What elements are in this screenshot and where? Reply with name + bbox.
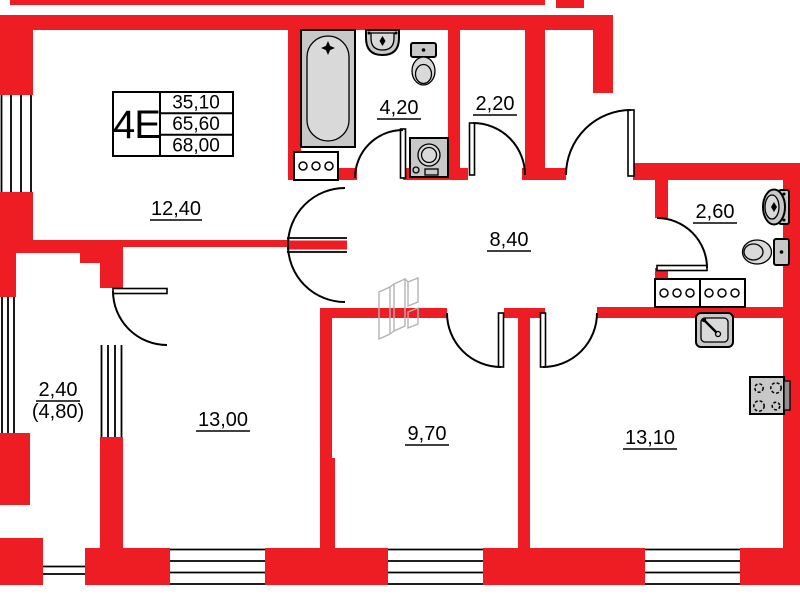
area-total: 68,00 bbox=[172, 136, 220, 157]
wall-segment bbox=[597, 307, 800, 318]
window-room-9-70 bbox=[388, 548, 483, 585]
wall-segment bbox=[545, 168, 566, 180]
wc-washbasin-icon bbox=[762, 188, 790, 226]
walls bbox=[0, 0, 800, 585]
wardrobe-sketch-icon bbox=[378, 276, 419, 341]
loggia-label: 2,40 bbox=[39, 379, 78, 401]
window-room-13-00 bbox=[170, 548, 265, 585]
window-balcony-block bbox=[100, 345, 123, 437]
room-labels: 12,40 4,20 2,20 8,40 2,60 2,40 (4,80) 13… bbox=[32, 93, 737, 450]
room-9-70-door bbox=[446, 312, 505, 368]
wall-segment bbox=[783, 180, 800, 550]
room-9-70-label: 9,70 bbox=[408, 423, 447, 445]
kitchen-sink-icon bbox=[695, 312, 734, 348]
loggia-glazing-bottom bbox=[43, 565, 85, 575]
wall-segment bbox=[0, 15, 613, 30]
wall-segment bbox=[448, 28, 460, 180]
kitchen-label: 13,10 bbox=[625, 427, 675, 449]
toilet-icon bbox=[410, 42, 437, 86]
window-loggia-side bbox=[0, 297, 16, 433]
area-living: 35,10 bbox=[172, 93, 220, 114]
bathroom-door bbox=[354, 128, 407, 179]
area-main: 65,60 bbox=[172, 114, 220, 135]
wall-segment bbox=[0, 433, 30, 505]
wall-segment bbox=[100, 263, 123, 288]
wall-segment bbox=[556, 0, 584, 8]
stove-icon bbox=[749, 376, 791, 415]
wall-segment bbox=[0, 253, 16, 297]
doors bbox=[112, 109, 708, 368]
loggia-full-label: (4,80) bbox=[32, 401, 84, 423]
entrance-double-door bbox=[287, 187, 347, 303]
wall-segment bbox=[10, 0, 545, 5]
wc-label: 2,60 bbox=[696, 201, 735, 223]
room-12-40-label: 12,40 bbox=[151, 198, 201, 220]
socket-panel-icon bbox=[293, 151, 339, 181]
wall-segment bbox=[265, 548, 388, 585]
hallway-label: 8,40 bbox=[490, 229, 529, 251]
wall-segment bbox=[483, 548, 645, 585]
wc-toilet-icon bbox=[741, 238, 790, 266]
double-socket-panel-icon bbox=[654, 278, 746, 308]
wall-segment bbox=[123, 240, 287, 247]
wall-segment bbox=[100, 437, 123, 548]
bathroom-label: 4,20 bbox=[380, 97, 419, 119]
wall-segment bbox=[655, 180, 668, 218]
kitchen-door bbox=[539, 312, 598, 368]
wall-segment bbox=[518, 318, 530, 548]
washing-machine-icon bbox=[409, 137, 449, 178]
wall-segment bbox=[448, 168, 468, 180]
wall-segment bbox=[504, 308, 545, 318]
fixtures bbox=[293, 29, 791, 415]
storage-label: 2,20 bbox=[476, 93, 515, 115]
washbasin-icon bbox=[365, 29, 400, 57]
wall-segment bbox=[80, 240, 123, 263]
bathtub-icon bbox=[300, 29, 356, 148]
room-13-00-label: 13,00 bbox=[198, 409, 248, 431]
wall-segment bbox=[525, 15, 545, 180]
unit-type: 4E bbox=[113, 103, 160, 147]
wall-segment bbox=[633, 163, 800, 180]
windows bbox=[0, 95, 740, 585]
wall-segment bbox=[0, 30, 33, 95]
wall-segment bbox=[320, 308, 447, 318]
hall-entry-door bbox=[565, 109, 635, 177]
wc-door bbox=[656, 217, 708, 272]
wall-segment bbox=[593, 30, 613, 93]
balcony-door bbox=[112, 287, 168, 346]
wall-segment bbox=[85, 548, 170, 585]
wall-segment bbox=[0, 538, 43, 585]
storage-door bbox=[468, 122, 526, 176]
window-room-12-40 bbox=[0, 95, 33, 192]
wall-segment bbox=[320, 318, 332, 458]
wall-segment bbox=[320, 458, 335, 548]
wall-segment bbox=[740, 548, 800, 585]
unit-info-table: 4E 35,10 65,60 68,00 bbox=[112, 91, 234, 157]
wall-segment bbox=[288, 30, 301, 180]
window-kitchen bbox=[645, 548, 740, 585]
